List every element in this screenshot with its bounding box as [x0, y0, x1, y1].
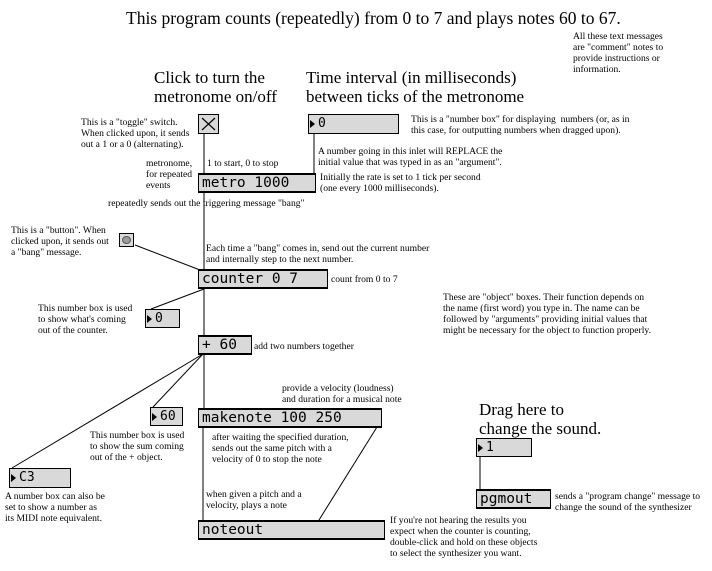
cord-button-counter	[134, 244, 201, 271]
metronome-toggle[interactable]	[198, 114, 219, 134]
comment-midi-box: A number box can also be set to show a n…	[5, 491, 105, 524]
counter-object[interactable]: counter 0 7	[198, 269, 328, 289]
noteout-object[interactable]: noteout	[198, 520, 385, 540]
triangle-icon	[147, 315, 152, 323]
heading-drag: Drag here to change the sound.	[479, 400, 602, 438]
bang-button[interactable]	[119, 233, 134, 247]
plus-object[interactable]: + 60	[198, 335, 252, 355]
comment-metronome: metronome, for repeated events	[146, 158, 193, 191]
comment-each-bang: Each time a "bang" comes in, send out th…	[206, 243, 430, 265]
page-title: This program counts (repeatedly) from 0 …	[126, 8, 621, 28]
comment-text-messages: All these text messages are "comment" no…	[573, 31, 664, 75]
cord-makenote-noteout-vel	[318, 426, 378, 521]
midi-note-number-box[interactable]: C3	[9, 468, 71, 488]
heading-interval: Time interval (in milliseconds) between …	[306, 68, 525, 106]
comment-button: This is a "button". When clicked upon, i…	[11, 225, 109, 258]
comment-replace: A number going in this inlet will REPLAC…	[318, 146, 503, 168]
heading-toggle: Click to turn the metronome on/off	[154, 68, 277, 106]
counter-output-value: 0	[155, 311, 163, 326]
comment-counter-box: This number box is used to show what's c…	[38, 303, 133, 336]
comment-pitch-velocity: when given a pitch and a velocity, plays…	[206, 489, 302, 511]
metro-object[interactable]: metro 1000	[198, 173, 316, 193]
cord-counter-numbox	[150, 288, 205, 310]
cord-plus-sumbox	[152, 353, 204, 408]
comment-object-boxes: These are "object" boxes. Their function…	[443, 292, 651, 336]
x-mark-icon	[201, 117, 216, 131]
interval-value: 0	[318, 116, 326, 131]
midi-note-value: C3	[19, 470, 35, 485]
comment-program-change: sends a "program change" message to chan…	[555, 491, 701, 513]
triangle-icon	[152, 413, 157, 421]
comment-after-wait: after waiting the specified duration, se…	[212, 432, 349, 465]
comment-not-hearing: If you're not hearing the results you ex…	[390, 515, 538, 559]
triangle-icon	[478, 444, 483, 452]
comment-velocity: provide a velocity (loudness) and durati…	[282, 383, 402, 405]
comment-count: count from 0 to 7	[331, 274, 398, 285]
sum-value: 60	[160, 409, 176, 424]
comment-bang-message: repeatedly sends out the triggering mess…	[108, 198, 305, 209]
interval-number-box[interactable]: 0	[308, 114, 399, 134]
sum-number-box[interactable]: 60	[150, 407, 183, 426]
comment-sum-box: This number box is used to show the sum …	[90, 430, 185, 463]
pgmout-object[interactable]: pgmout	[476, 489, 551, 509]
triangle-icon	[310, 120, 315, 128]
program-number-box[interactable]: 1	[476, 438, 532, 457]
makenote-object[interactable]: makenote 100 250	[198, 408, 382, 428]
cord-plus-midibox	[11, 353, 204, 469]
counter-output-number-box[interactable]: 0	[145, 309, 180, 328]
bang-circle-icon	[122, 236, 131, 244]
comment-number-box: This is a "number box" for displaying nu…	[411, 114, 630, 136]
comment-toggle-switch: This is a "toggle" switch. When clicked …	[81, 117, 190, 150]
comment-start-stop: 1 to start, 0 to stop	[207, 158, 279, 169]
comment-add: add two numbers together	[254, 341, 354, 352]
comment-rate: Initially the rate is set to 1 tick per …	[320, 172, 481, 194]
triangle-icon	[11, 474, 16, 482]
program-value: 1	[486, 440, 494, 455]
